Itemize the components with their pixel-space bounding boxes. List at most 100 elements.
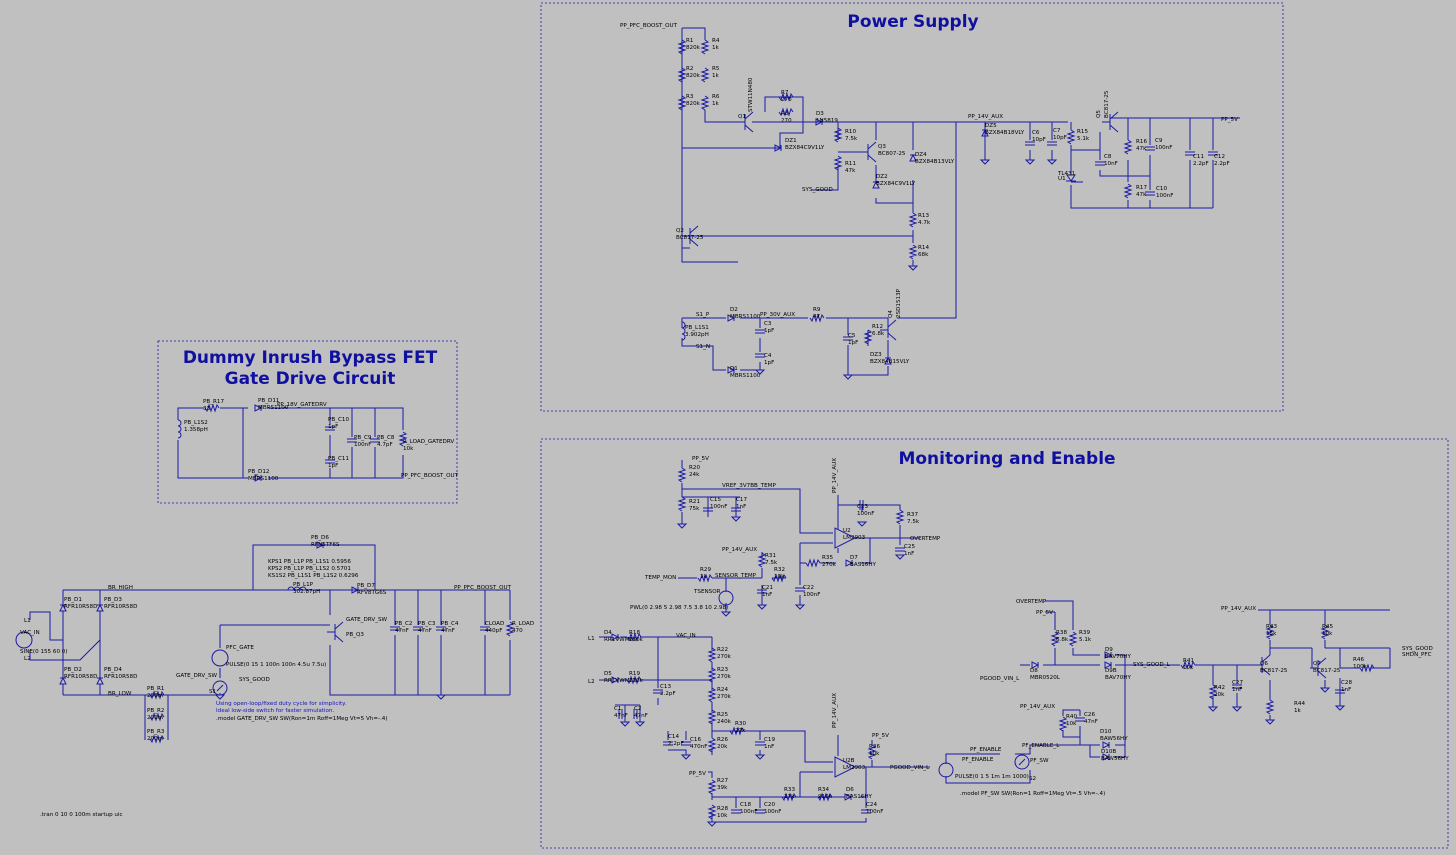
part-value: 2SD1513P [896, 288, 902, 318]
part-ref: C20 [764, 802, 775, 808]
part-ref: R26 [717, 737, 728, 743]
part-ref: R14 [918, 245, 929, 251]
ground-symbol [1207, 706, 1219, 712]
part-value: LM2903 [843, 765, 866, 771]
part-ref: R17 [1136, 185, 1147, 191]
part-ref: Q4 [888, 310, 894, 318]
part-value: 100nF [1155, 145, 1172, 151]
vac-in-source [15, 631, 33, 649]
part-value: RFV8TG6S [357, 590, 387, 596]
monitoring-wires [599, 460, 1391, 823]
part-value: 1pF [764, 328, 774, 334]
ground-symbol [894, 554, 906, 560]
part-value: 1nF [1341, 687, 1351, 693]
part-ref: PB_R3 [147, 729, 165, 735]
part-value: RFR10R58D [64, 604, 97, 610]
part-ref: Q7 [1313, 661, 1321, 667]
net-pp-14v-aux-5: PP_14V_AUX [1020, 704, 1055, 710]
net-s1-n: S1_N [696, 344, 710, 350]
part-value: 270k [717, 674, 732, 680]
part-ref: C26 [1084, 712, 1095, 718]
ground-symbol [754, 754, 766, 760]
part-ref: R3 [686, 94, 694, 100]
part-value: BAV70HY [1105, 675, 1131, 681]
net-sys-good: SYS_GOOD [1402, 646, 1433, 652]
part-value: BAW56HY [1100, 736, 1128, 742]
net-l1: L1 [588, 636, 595, 642]
part-ref: R43 [1266, 624, 1277, 630]
net-vac-in: VAC_IN [676, 633, 696, 639]
part-ref: C24 [866, 802, 877, 808]
part-value: 1nF [736, 504, 746, 510]
net-pp-18v-gatedrv: PP_18V_GATEDRV [277, 402, 327, 408]
part-value: BC817-25 [1104, 90, 1110, 118]
net-pp-5v: PP_5V [692, 456, 709, 462]
part-ref: C9 [1155, 138, 1163, 144]
part-ref: D3 [816, 111, 824, 117]
part-ref: C10 [1156, 186, 1167, 192]
net-pgood-vin-l-2: PGOOD_VIN_L [980, 676, 1020, 682]
part-ref: R29 [700, 567, 711, 573]
pfc-gate-source [211, 649, 229, 667]
part-value: 47k [1136, 146, 1147, 152]
part-value: 10nF [1104, 161, 1118, 167]
ground-symbol [1319, 687, 1331, 693]
part-value: 7.5k [845, 136, 858, 142]
part-ref: C19 [764, 737, 775, 743]
part-ref: R9 [813, 307, 821, 313]
net-shdn-pfc: SHDN_PFC [1402, 652, 1432, 658]
part-ref: PB_C9 [354, 435, 372, 441]
pb-c8: PB_C84.7pF [370, 435, 395, 448]
part-ref: C16 [690, 737, 701, 743]
part-ref: PB_D3 [104, 597, 122, 603]
net-sys-good-l: SYS_GOOD_L [1133, 662, 1171, 668]
part-ref: CLOAD [485, 621, 504, 627]
part-value: 27k [735, 728, 746, 734]
part-ref: PB_D7 [357, 583, 375, 589]
part-ref: R38 [1056, 630, 1067, 636]
part-value: 470nF [690, 744, 707, 750]
net-gate-drv-sw-2: GATE_DRV_SW [176, 673, 218, 679]
part-ref: R36 [869, 744, 880, 750]
part-value: 820k [686, 73, 701, 79]
part-value: 1pF [328, 463, 338, 469]
part-ref: PB_C3 [418, 621, 436, 627]
part-ref: R1 [686, 38, 694, 44]
part-ref: C11 [1193, 154, 1204, 160]
part-ref: C3 [764, 321, 772, 327]
part-value: 270 [781, 118, 792, 124]
net-overtemp-2: OVERTEMP [1016, 599, 1047, 605]
part-value: 1k [712, 101, 720, 107]
part-ref: U1 [1058, 176, 1066, 182]
ground-symbol [907, 265, 919, 271]
part-ref: D8 [1030, 668, 1038, 674]
inrush-frame [157, 340, 458, 504]
net-pp-pfc-boost-out: PP_PFC_BOOST_OUT [454, 585, 512, 591]
part-ref: PB_C4 [441, 621, 459, 627]
part-value: 2.2pF [660, 691, 676, 697]
part-ref: D4 [604, 630, 612, 636]
part-value: BC817-25 [1313, 668, 1341, 674]
